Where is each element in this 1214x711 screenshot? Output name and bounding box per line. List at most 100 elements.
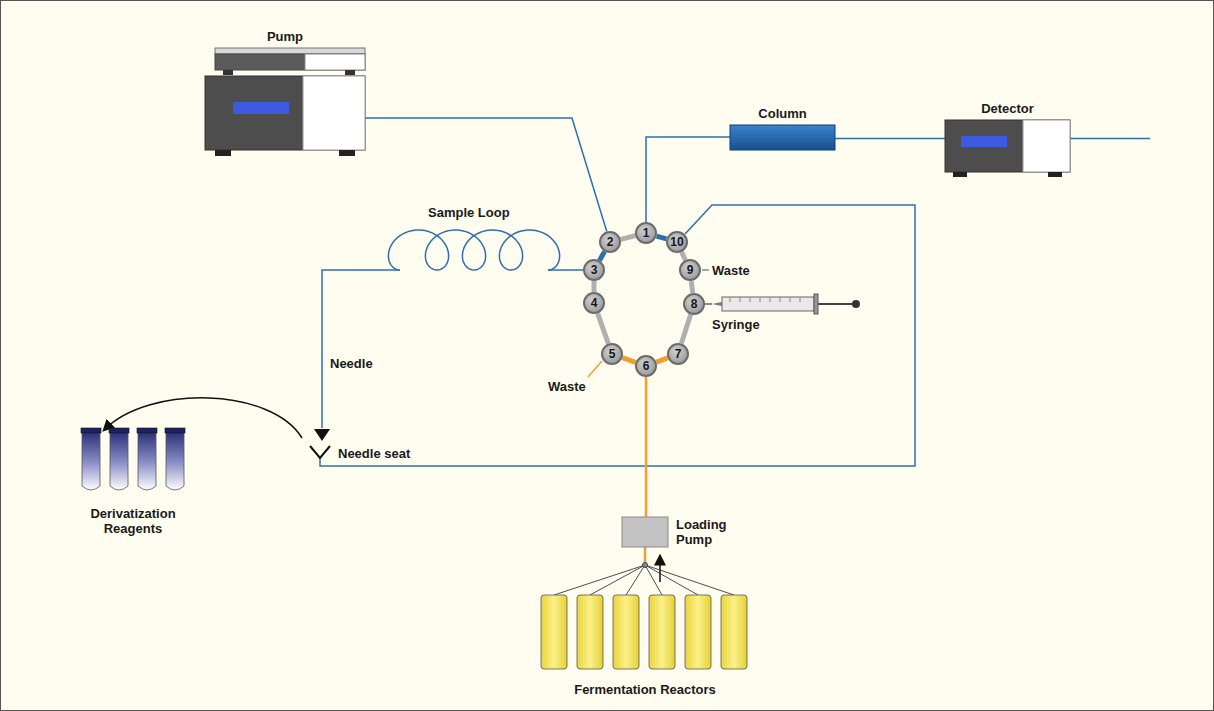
pump-device: Pump — [205, 48, 365, 160]
column-body — [730, 125, 835, 150]
reagent-vial — [110, 432, 128, 490]
reactor-vessel — [541, 595, 567, 669]
pump-panel — [305, 54, 365, 70]
feed-line — [626, 565, 645, 595]
loading-pump-body — [622, 517, 668, 547]
part-name: Fermentation Reactors — [574, 682, 716, 697]
detector-device: Detector — [945, 120, 1070, 157]
sample-loop-coil — [388, 230, 559, 270]
syringe-mark — [740, 297, 741, 302]
pump-foot — [345, 70, 355, 75]
waste-leader — [588, 361, 602, 377]
detector-foot — [953, 172, 967, 177]
flow-line — [835, 138, 945, 140]
reactor-vessel — [721, 595, 747, 669]
reactor-vessel — [613, 595, 639, 669]
pump-device-art — [205, 48, 365, 160]
port-number: 3 — [591, 264, 598, 276]
valve-port: 10 — [666, 231, 688, 253]
syringe-mark — [750, 297, 751, 302]
reactor-vessel — [685, 595, 711, 669]
detector-panel — [1023, 120, 1070, 172]
port-number: 4 — [591, 297, 598, 309]
pump-top — [215, 48, 365, 54]
valve-port: 2 — [599, 231, 621, 253]
move-arrow — [104, 398, 302, 438]
syringe-flange — [814, 294, 818, 314]
syringe-symbol-art — [712, 296, 862, 312]
valve-port: 9 — [679, 259, 701, 281]
syringe-tip — [712, 302, 722, 306]
pump-body — [205, 76, 365, 150]
part-name: Syringe — [712, 317, 760, 332]
column-box-art — [730, 125, 835, 150]
syringe-plunger — [818, 303, 852, 305]
pump-panel — [303, 76, 365, 150]
reagent-vial — [166, 432, 184, 490]
valve-port: 7 — [667, 343, 689, 365]
syringe-mark — [780, 297, 781, 302]
outlet-line — [1070, 138, 1150, 140]
detector-device-art — [945, 120, 1070, 157]
feed-line — [554, 565, 645, 595]
reagent-vial — [138, 432, 156, 490]
part-name: Pump — [267, 29, 303, 44]
syringe-mark — [800, 297, 801, 302]
reactor-vessel — [577, 595, 603, 669]
port-number: 8 — [691, 298, 698, 310]
vial-cap — [109, 428, 129, 433]
vial-cap — [137, 428, 157, 433]
port-number: 7 — [675, 348, 682, 360]
port-number: 5 — [609, 348, 616, 360]
detector-foot — [1048, 172, 1062, 177]
part-label: Needle — [330, 356, 373, 371]
flow-line — [365, 118, 607, 231]
column-box: Column — [730, 125, 835, 150]
loading-pump-box: Loading Pump — [622, 517, 668, 547]
seat-line — [320, 205, 915, 466]
port-number: 6 — [643, 360, 650, 372]
needle-line — [322, 270, 400, 428]
vial-cap — [165, 428, 185, 433]
valve-port: 5 — [601, 343, 623, 365]
valve-channel — [691, 281, 692, 293]
reagent-vials: Derivatization Reagents — [78, 428, 188, 496]
syringe-mark — [760, 297, 761, 302]
port-number: 10 — [670, 236, 683, 248]
part-name: Derivatization Reagents — [63, 506, 203, 536]
port-number: 1 — [643, 227, 650, 239]
valve-channel — [622, 358, 635, 363]
syringe-mark — [770, 297, 771, 302]
sample-line — [645, 377, 648, 517]
valve-port: 3 — [583, 259, 605, 281]
detector-display — [961, 136, 1007, 147]
valve-channel — [599, 252, 604, 261]
port-number: 2 — [607, 236, 614, 248]
loop-line — [548, 269, 583, 271]
feed-line — [645, 565, 734, 595]
reagent-vials-art — [78, 428, 188, 496]
junction — [643, 563, 648, 568]
loading-pump-box-art — [622, 517, 668, 547]
vial-cap — [81, 428, 101, 433]
fermentation-reactors-art — [535, 565, 755, 672]
valve-channel — [656, 358, 667, 362]
valve-channel — [592, 281, 597, 292]
waste-leader — [702, 269, 709, 271]
valve-port: 8 — [683, 293, 705, 315]
waste-label: Waste — [548, 379, 586, 394]
valve-channel — [657, 236, 667, 239]
syringe-barrel — [722, 297, 814, 311]
valve-port: 1 — [635, 222, 657, 244]
valve-port: 4 — [583, 292, 605, 314]
pump-foot — [223, 70, 233, 75]
port-number: 9 — [687, 264, 694, 276]
valve-channel — [598, 313, 609, 343]
valve-channel — [621, 236, 636, 240]
syringe-line — [705, 303, 712, 305]
part-name: Loading Pump — [676, 517, 738, 547]
